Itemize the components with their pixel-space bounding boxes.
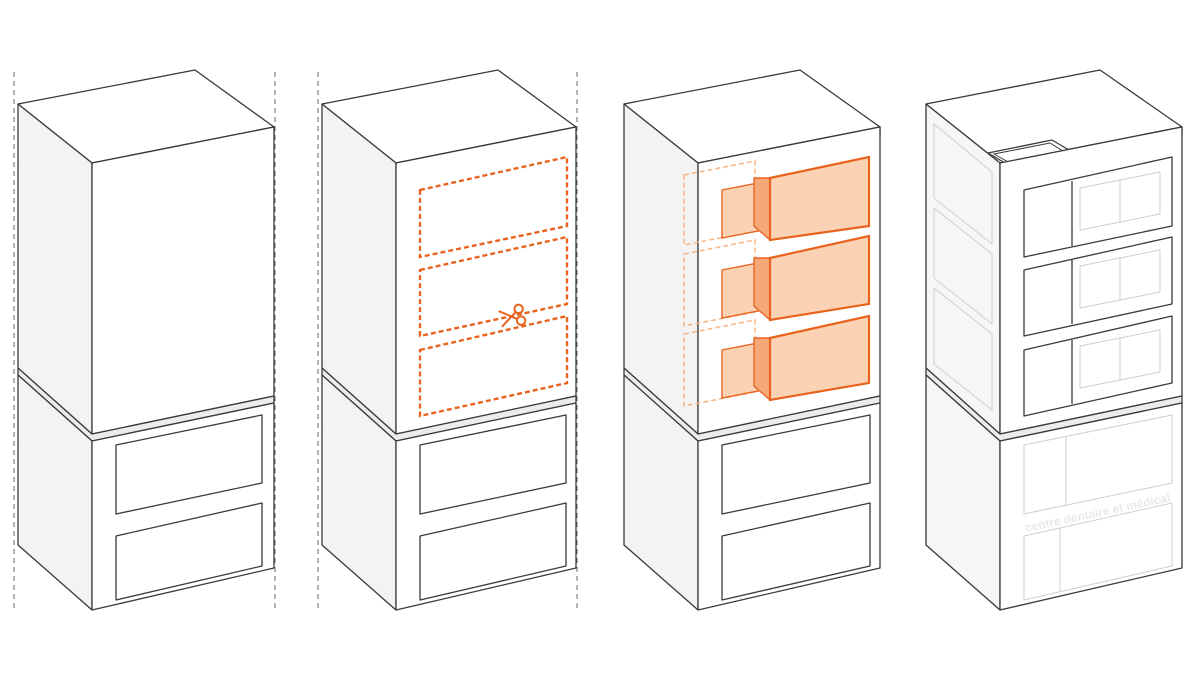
building-3-shop-window-top: [721, 414, 871, 515]
loggia-opening-floor-2: [1023, 236, 1173, 337]
building-1-shop-window-bottom: [115, 502, 263, 601]
loggia-opening-floor-3: [1023, 156, 1173, 258]
cut-outline-floor-1: [418, 314, 569, 418]
cut-outline-floor-2: [418, 235, 569, 338]
building-2: [321, 69, 577, 611]
building-4-side-panel-1: [933, 122, 993, 246]
loggia-opening-floor-1: [1023, 315, 1173, 417]
loggia-floor-1-front: [768, 314, 871, 402]
loggia-floor-1: [721, 314, 871, 402]
loggia-floor-3: [721, 155, 871, 242]
extracted-box-outline-floor-3: [683, 160, 756, 246]
building-2-shop-window-bottom: [419, 502, 567, 601]
loggia-floor-3-front: [768, 155, 871, 242]
scissors-icon: [498, 303, 527, 328]
window-floor-1: [1079, 329, 1161, 389]
building-4-lower-front: [999, 402, 1183, 611]
building-1: [17, 69, 275, 611]
building-4-shop-window-top: [1023, 414, 1173, 515]
building-4-shop-window-bottom: [1023, 502, 1173, 601]
building-4: centre dentaire et médical: [925, 69, 1183, 611]
loggia-floor-2-front: [768, 234, 871, 322]
building-1-shop-window-top: [115, 414, 263, 515]
loggia-floor-2: [721, 234, 871, 322]
cut-outline-floor-3: [418, 155, 569, 259]
building-4-side-panel-2: [933, 206, 993, 326]
building-3-shop-window-bottom: [721, 502, 871, 601]
building-1-upper-front: [91, 126, 275, 435]
building-2-shop-window-top: [419, 414, 567, 515]
building-4-loggia-floor-1: [1023, 315, 1173, 417]
building-4-side-panel-3: [933, 286, 993, 412]
building-3: [623, 69, 881, 611]
building-4-loggia-floor-2: [1023, 236, 1173, 337]
window-floor-3: [1079, 171, 1161, 231]
window-floor-2: [1079, 249, 1161, 309]
building-4-loggia-floor-3: [1023, 156, 1173, 258]
